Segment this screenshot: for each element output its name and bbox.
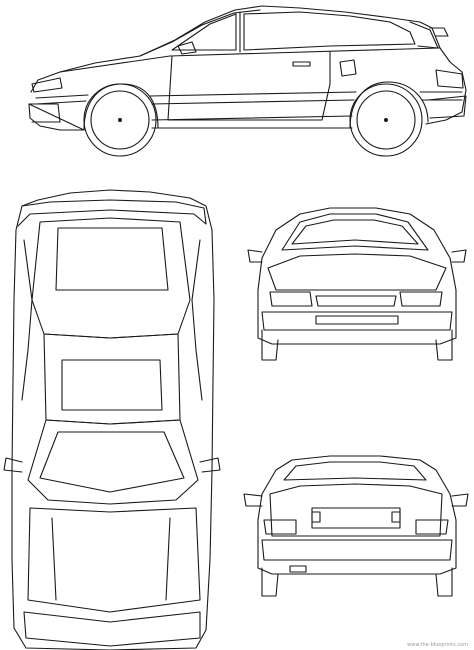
rear-mirror-right — [451, 493, 469, 507]
top-mirror-right — [199, 457, 221, 473]
watermark-text: www.the-blueprints.com — [407, 642, 468, 648]
top-mirror-left — [3, 457, 23, 473]
rear-lamp-small-left — [311, 511, 321, 523]
rear-exhaust — [289, 565, 307, 573]
side-fuel-door — [339, 59, 357, 77]
front-mirror-left — [247, 249, 263, 263]
side-window-rear — [243, 11, 416, 51]
side-view — [28, 5, 467, 157]
side-windshield — [139, 9, 261, 57]
front-intake — [315, 315, 399, 325]
rear-mirror-left — [243, 493, 263, 507]
rear-hatch — [269, 483, 443, 537]
rear-view — [243, 455, 469, 597]
top-hood-line-right — [165, 517, 171, 601]
side-rear-wheel — [349, 83, 423, 157]
front-wheel-right — [435, 329, 453, 361]
side-front-wheel — [83, 83, 157, 157]
top-front-bumper — [23, 611, 201, 647]
top-body-outline — [11, 189, 215, 650]
rear-body-outline — [257, 455, 457, 575]
side-hatch-glass — [409, 21, 439, 49]
top-windshield — [27, 419, 199, 505]
top-rear-pillar-right — [191, 239, 203, 401]
side-door — [167, 51, 331, 121]
rear-wheel-left — [261, 567, 279, 597]
front-body-outline — [257, 207, 457, 345]
front-windshield-inner — [291, 219, 419, 245]
front-view — [247, 207, 467, 361]
side-rear-arch — [349, 81, 429, 129]
side-taillight — [435, 69, 464, 89]
side-beltline — [59, 47, 441, 73]
front-grille — [315, 295, 397, 307]
rear-glass — [283, 461, 427, 481]
top-view — [3, 189, 221, 650]
side-body-outline — [28, 5, 467, 131]
side-rear-bumper — [427, 95, 467, 119]
front-headlight-right — [399, 291, 443, 307]
front-windshield — [281, 213, 429, 251]
top-sunroof — [61, 359, 163, 411]
side-door-handle — [292, 61, 311, 67]
front-mirror-right — [451, 249, 467, 263]
front-bumper — [261, 311, 453, 331]
rear-taillight-right — [415, 519, 449, 535]
side-spoiler — [429, 27, 449, 37]
side-mirror — [177, 41, 197, 55]
side-molding-lower — [35, 99, 463, 105]
front-wheel-left — [261, 329, 279, 361]
side-window-front — [171, 13, 237, 51]
side-molding-upper — [35, 91, 463, 99]
rear-taillight-left — [263, 519, 297, 535]
rear-wheel-right — [435, 567, 453, 597]
top-hood — [27, 507, 201, 613]
front-headlight-left — [269, 291, 313, 307]
top-rear-glass-inner — [55, 227, 169, 291]
front-hood — [267, 253, 447, 291]
top-rear-spoiler — [17, 199, 207, 227]
top-rear-pillar-left — [21, 239, 33, 401]
top-windshield-inner — [39, 431, 185, 493]
side-rocker — [151, 115, 353, 121]
side-front-bumper — [28, 103, 61, 123]
rear-plate-recess — [311, 507, 401, 529]
rear-lamp-small-right — [391, 511, 401, 523]
rear-bumper — [261, 539, 453, 561]
top-hood-line-left — [51, 517, 57, 601]
side-headlight — [31, 77, 63, 93]
